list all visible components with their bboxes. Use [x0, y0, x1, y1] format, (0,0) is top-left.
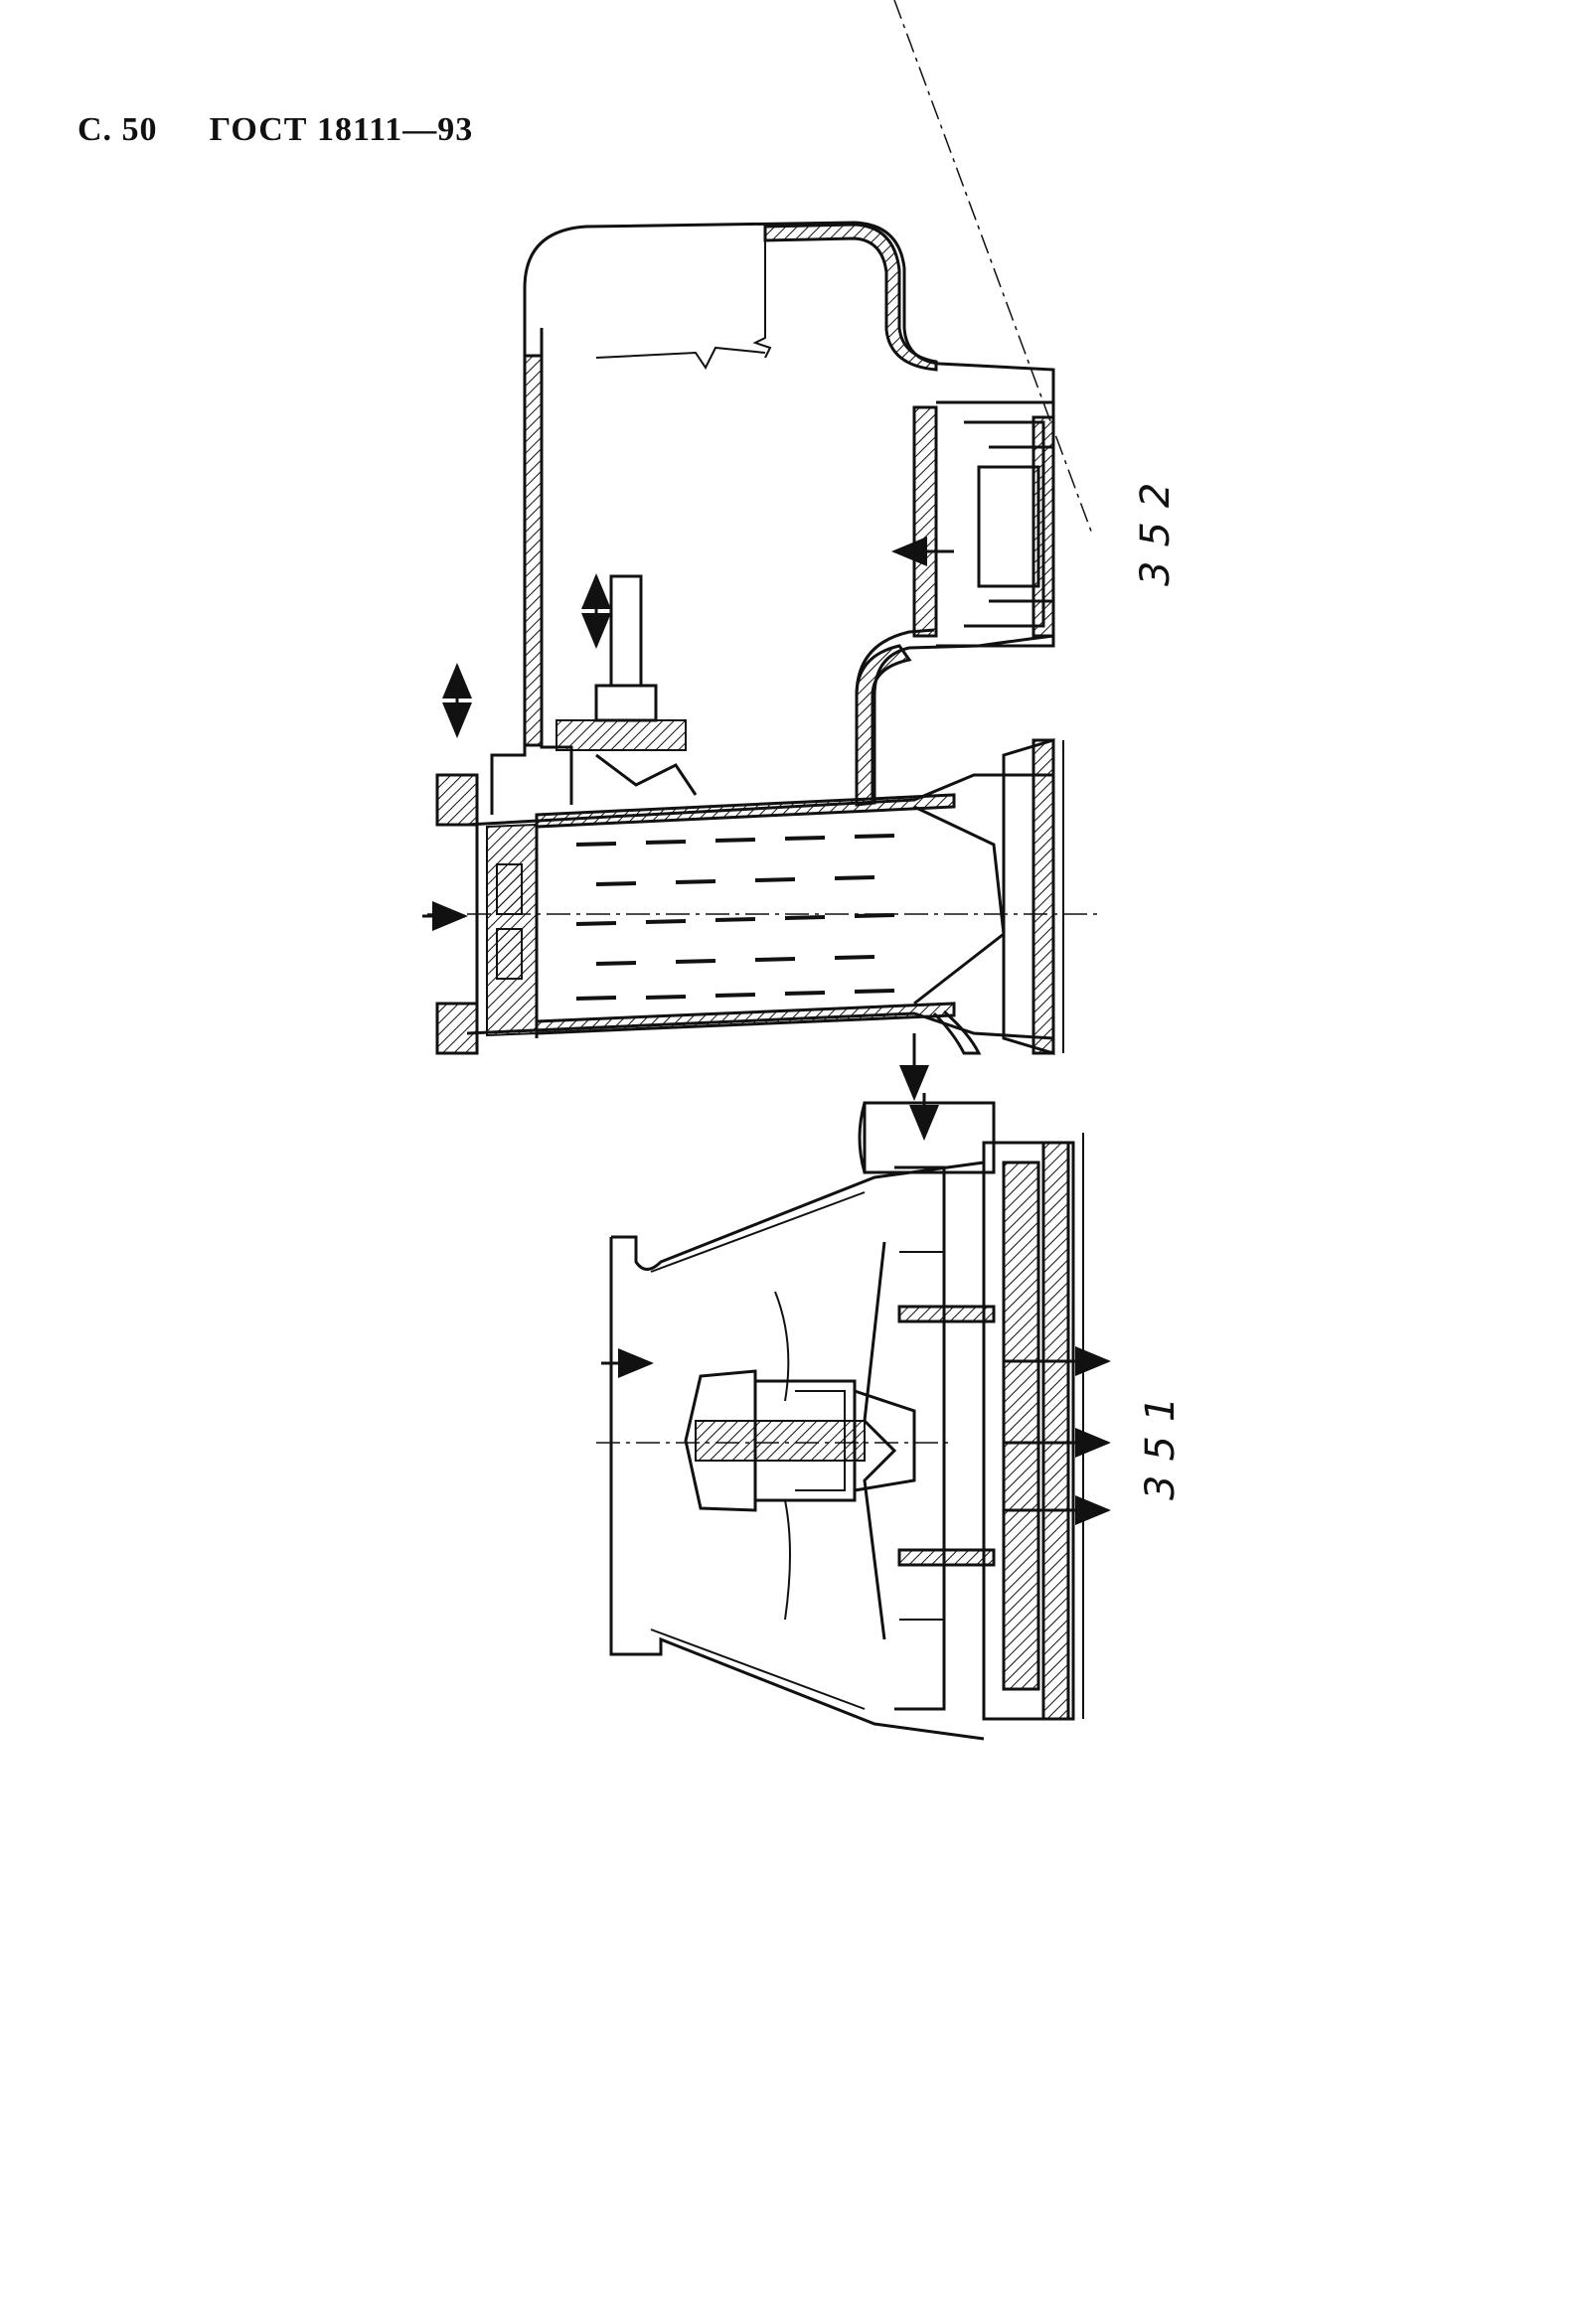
figure-352-drawing — [427, 0, 1103, 1056]
figure-label-352: 352 — [1133, 468, 1179, 586]
figure-351-drawing — [596, 1101, 1084, 1741]
figure-352-arrows — [422, 537, 954, 1101]
standard-designation: ГОСТ 18111—93 — [209, 111, 474, 148]
figure-label-351: 351 — [1138, 1382, 1184, 1500]
figure-351-arrows — [601, 1093, 1111, 1525]
page-reference: С. 50 — [78, 111, 158, 148]
page-header: С. 50 ГОСТ 18111—93 — [78, 111, 473, 149]
